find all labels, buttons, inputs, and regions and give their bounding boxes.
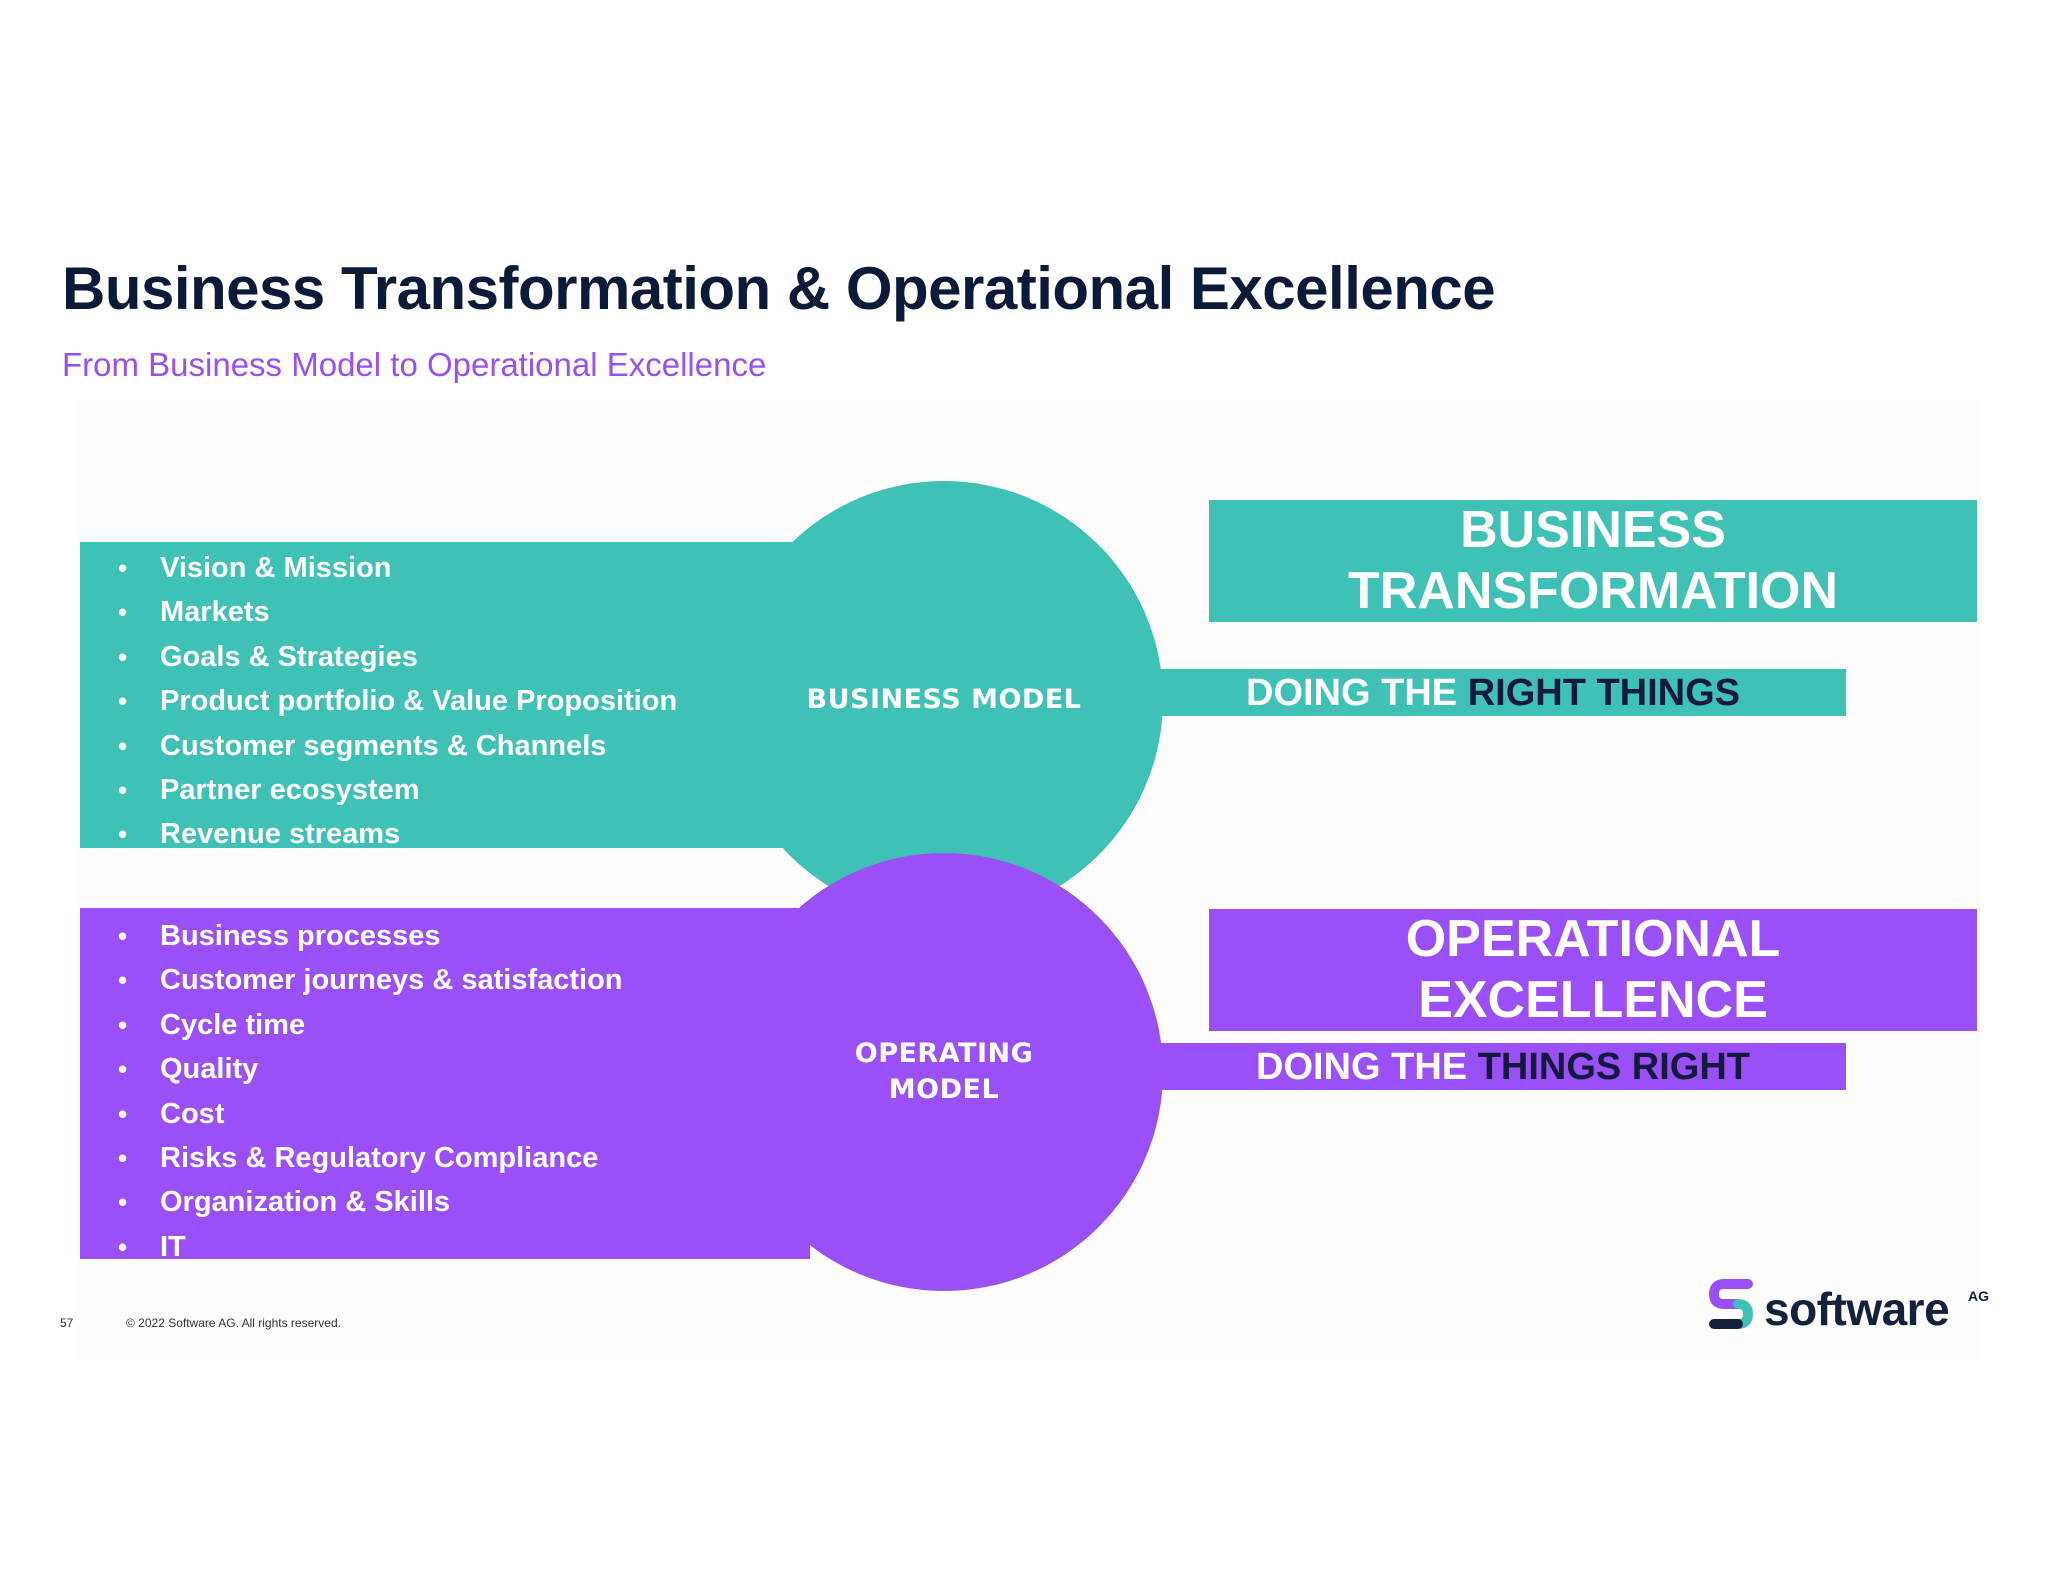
logo-superscript: AG	[1968, 1288, 1989, 1304]
list-item: • Goals & Strategies	[110, 635, 810, 679]
business-transformation-box: BUSINESS TRANSFORMATION	[1209, 500, 1977, 622]
list-item-label: Vision & Mission	[160, 552, 392, 584]
list-item-label: Business processes	[160, 920, 441, 952]
list-item: • Product portfolio & Value Proposition	[110, 679, 810, 723]
list-item: • IT	[110, 1225, 810, 1269]
bullet-icon: •	[118, 597, 128, 628]
bullet-icon: •	[118, 1054, 128, 1085]
software-ag-logo: software AG	[1708, 1278, 2008, 1342]
tagline-emphasis: THINGS RIGHT	[1477, 1046, 1751, 1088]
list-item: • Customer journeys & satisfaction	[110, 958, 810, 1002]
list-item: • Vision & Mission	[110, 546, 810, 590]
business-model-list: • Vision & Mission • Markets • Goals & Stra…	[110, 546, 810, 857]
bullet-icon: •	[118, 1187, 128, 1218]
bullet-icon: •	[118, 730, 128, 761]
bullet-icon: •	[118, 1142, 128, 1173]
list-item: • Business processes	[110, 914, 810, 958]
list-item-label: Quality	[160, 1053, 259, 1086]
operating-model-list: • Business processes • Customer journeys &…	[110, 914, 810, 1269]
bullet-icon: •	[118, 1098, 128, 1129]
bullet-icon: •	[118, 774, 128, 805]
list-item: • Quality	[110, 1047, 810, 1091]
list-item-label: Risks & Regulatory Compliance	[160, 1141, 599, 1174]
operating-model-circle: OPERATING MODEL	[725, 853, 1163, 1291]
list-item: • Cost	[110, 1092, 810, 1136]
list-item-label: Markets	[160, 596, 270, 629]
bullet-icon: •	[118, 553, 128, 583]
list-item-label: Partner ecosystem	[160, 773, 420, 806]
list-item: • Markets	[110, 590, 810, 634]
tagline-emphasis: RIGHT THINGS	[1467, 672, 1741, 714]
operating-model-label: OPERATING MODEL	[854, 1038, 1034, 1105]
logo-wordmark: software	[1764, 1283, 1950, 1335]
list-item-label: Customer segments & Channels	[160, 729, 607, 762]
copyright-text: © 2022 Software AG. All rights reserved.	[126, 1316, 341, 1330]
tagline-prefix: DOING THE	[1246, 672, 1468, 714]
bullet-icon: •	[118, 819, 128, 850]
list-item: • Organization & Skills	[110, 1180, 810, 1224]
list-item: • Partner ecosystem	[110, 768, 810, 812]
page-number: 57	[60, 1316, 74, 1330]
box-line: OPERATIONAL	[1405, 910, 1781, 968]
list-item-label: Cycle time	[160, 1008, 306, 1041]
software-ag-s-logo-icon	[1708, 1279, 1754, 1329]
operating-model-panel: • Business processes • Customer journeys &…	[80, 908, 810, 1263]
list-item-label: IT	[160, 1230, 186, 1263]
bullet-icon: •	[118, 1231, 128, 1262]
box-line: EXCELLENCE	[1418, 971, 1768, 1029]
bullet-icon: •	[118, 1009, 128, 1040]
list-item: • Risks & Regulatory Compliance	[110, 1136, 810, 1180]
bullet-icon: •	[118, 965, 128, 996]
page-subtitle: From Business Model to Operational Excel…	[62, 346, 767, 383]
list-item-label: Organization & Skills	[160, 1186, 451, 1219]
list-item-label: Product portfolio & Value Proposition	[160, 685, 678, 718]
list-item: • Revenue streams	[110, 812, 810, 856]
business-model-panel: • Vision & Mission • Markets • Goals & Stra…	[80, 542, 810, 850]
operating-tagline: DOING THE THINGS RIGHT	[1160, 1043, 1846, 1090]
list-item-label: Goals & Strategies	[160, 640, 418, 673]
business-model-circle: BUSINESS MODEL	[725, 481, 1163, 919]
box-line: TRANSFORMATION	[1347, 562, 1839, 620]
list-item-label: Customer journeys & satisfaction	[160, 964, 623, 997]
list-item: • Cycle time	[110, 1003, 810, 1047]
list-item-label: Revenue streams	[160, 818, 401, 851]
list-item-label: Cost	[160, 1097, 225, 1130]
box-line: BUSINESS	[1460, 501, 1726, 559]
business-tagline: DOING THE RIGHT THINGS	[1160, 669, 1846, 716]
list-item: • Customer segments & Channels	[110, 724, 810, 768]
tagline-prefix: DOING THE	[1256, 1046, 1478, 1088]
business-model-label: BUSINESS MODEL	[806, 684, 1082, 715]
page-title: Business Transformation & Operational Ex…	[62, 255, 1496, 322]
bullet-icon: •	[118, 921, 128, 951]
bullet-icon: •	[118, 686, 128, 717]
bullet-icon: •	[118, 641, 128, 672]
operational-excellence-box: OPERATIONAL EXCELLENCE	[1209, 909, 1977, 1031]
